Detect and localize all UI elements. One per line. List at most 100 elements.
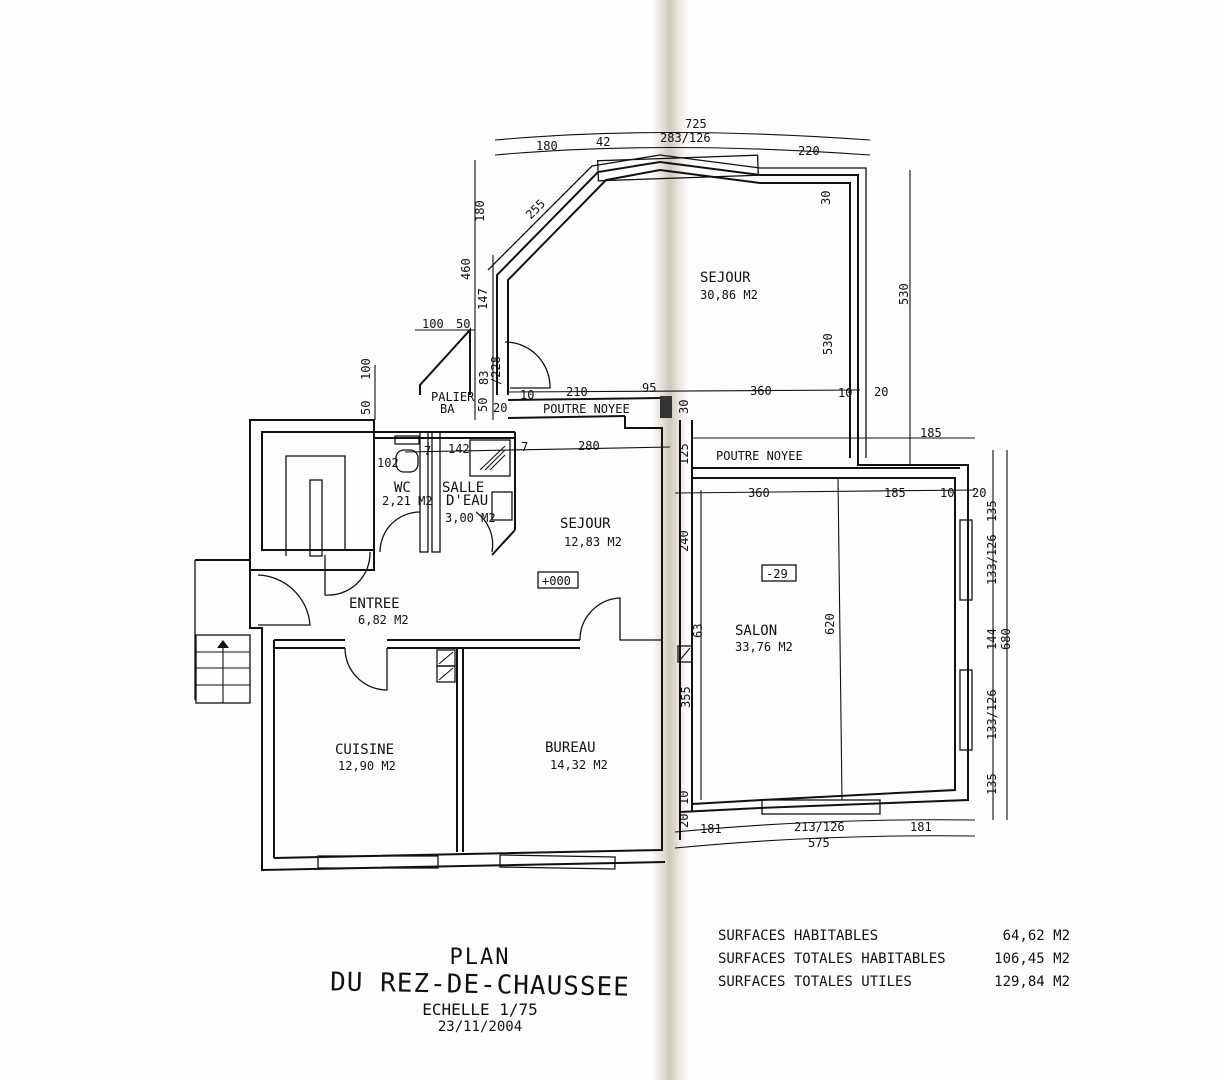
room-wc: WC 2,21 M2 (382, 480, 433, 508)
surface-label: SURFACES TOTALES UTILES (718, 973, 912, 990)
svg-text:10: 10 (838, 386, 852, 400)
paper-fold (652, 0, 688, 1080)
svg-text:33,76 M2: 33,76 M2 (735, 640, 793, 654)
svg-text:D'EAU: D'EAU (446, 493, 488, 509)
room-bureau: BUREAU 14,32 M2 (545, 740, 608, 772)
exterior-stairs (195, 634, 251, 704)
svg-text:63: 63 (691, 624, 705, 638)
svg-text:100: 100 (359, 358, 373, 380)
svg-text:WC: WC (394, 480, 411, 496)
svg-text:575: 575 (808, 836, 830, 850)
svg-text:185: 185 (884, 486, 906, 500)
svg-text:SALLE: SALLE (442, 480, 484, 496)
svg-text:7: 7 (424, 444, 431, 458)
svg-text:/228: /228 (489, 356, 503, 385)
svg-text:3,00 M2: 3,00 M2 (445, 511, 496, 525)
svg-text:181: 181 (700, 822, 722, 836)
svg-text:255: 255 (523, 197, 548, 222)
room-salon: SALON 33,76 M2 (735, 623, 793, 654)
svg-text:360: 360 (750, 384, 772, 398)
svg-text:133/126: 133/126 (985, 689, 999, 740)
svg-text:ENTREE: ENTREE (349, 596, 400, 612)
surface-row: SURFACES TOTALES UTILES 129,84 M2 (718, 970, 1070, 993)
plan-date: 23/11/2004 (437, 1019, 523, 1035)
svg-text:12,90 M2: 12,90 M2 (338, 759, 396, 773)
palier-area (419, 327, 551, 395)
svg-text:142: 142 (448, 442, 470, 456)
svg-text:83: 83 (477, 371, 491, 385)
svg-text:50: 50 (359, 401, 373, 415)
svg-text:355: 355 (679, 686, 693, 708)
svg-text:SEJOUR: SEJOUR (560, 516, 611, 532)
svg-text:10: 10 (520, 388, 534, 402)
salon-walls (679, 420, 973, 840)
plan-subtitle: DU REZ-DE-CHAUSSEE (329, 967, 631, 1003)
svg-text:220: 220 (798, 144, 820, 158)
svg-text:SEJOUR: SEJOUR (700, 270, 751, 286)
svg-text:10: 10 (677, 791, 691, 805)
plan-title-block: PLAN DU REZ-DE-CHAUSSEE ECHELLE 1/75 23/… (300, 945, 660, 1035)
svg-text:125: 125 (677, 443, 691, 465)
surface-label: SURFACES HABITABLES (718, 927, 879, 944)
surface-row: SURFACES TOTALES HABITABLES 106,45 M2 (718, 947, 1070, 970)
svg-text:180: 180 (536, 139, 558, 153)
svg-text:20: 20 (677, 814, 691, 828)
svg-text:10: 10 (940, 486, 954, 500)
room-cuisine: CUISINE 12,90 M2 (335, 742, 396, 773)
room-labels: SEJOUR 30,86 M2 SEJOUR 12,83 M2 SALON 33… (335, 270, 803, 773)
room-palier: PALIER BA (431, 390, 475, 416)
surface-value: 129,84 M2 (994, 973, 1070, 990)
room-sejour-upper: SEJOUR 30,86 M2 (700, 270, 758, 302)
svg-text:BA: BA (440, 402, 455, 416)
beam-label-1: POUTRE NOYEE (543, 402, 630, 416)
svg-text:620: 620 (823, 613, 837, 635)
svg-text:725: 725 (685, 117, 707, 131)
room-entree: ENTREE 6,82 M2 (349, 596, 409, 627)
plan-scale: ECHELLE 1/75 (422, 1000, 538, 1019)
svg-text:6,82 M2: 6,82 M2 (358, 613, 409, 627)
svg-text:42: 42 (596, 135, 610, 149)
svg-text:147: 147 (476, 288, 490, 310)
svg-text:30: 30 (677, 400, 691, 414)
svg-text:CUISINE: CUISINE (335, 742, 394, 758)
svg-text:144: 144 (985, 628, 999, 650)
surface-row: SURFACES HABITABLES 64,62 M2 (718, 924, 1070, 947)
svg-text:180: 180 (473, 200, 487, 222)
svg-text:102: 102 (377, 456, 399, 470)
surfaces-summary: SURFACES HABITABLES 64,62 M2 SURFACES TO… (718, 924, 1070, 993)
svg-text:30: 30 (819, 191, 833, 205)
svg-text:+000: +000 (542, 574, 571, 588)
beam-label-2: POUTRE NOYEE (716, 449, 803, 463)
svg-text:95: 95 (642, 381, 656, 395)
svg-text:460: 460 (459, 258, 473, 280)
svg-text:14,32 M2: 14,32 M2 (550, 758, 608, 772)
svg-text:135: 135 (985, 773, 999, 795)
surface-label: SURFACES TOTALES HABITABLES (718, 950, 946, 967)
svg-text:280: 280 (578, 439, 600, 453)
surface-value: 106,45 M2 (994, 950, 1070, 967)
main-walls (194, 396, 693, 872)
surface-value: 64,62 M2 (1002, 927, 1070, 944)
svg-text:283/126: 283/126 (660, 131, 711, 145)
svg-text:2,21 M2: 2,21 M2 (382, 494, 433, 508)
svg-text:BUREAU: BUREAU (545, 740, 596, 756)
svg-text:12,83 M2: 12,83 M2 (564, 535, 622, 549)
svg-text:530: 530 (821, 333, 835, 355)
level-marker-sejour: +000 (537, 571, 579, 589)
svg-text:181: 181 (910, 820, 932, 834)
upper-sejour-walls (487, 154, 969, 813)
svg-text:100: 100 (422, 317, 444, 331)
svg-text:PALIER: PALIER (431, 390, 475, 404)
svg-text:210: 210 (566, 385, 588, 399)
svg-text:135: 135 (985, 500, 999, 522)
dimension-lines (374, 131, 1008, 849)
svg-text:-29: -29 (766, 567, 788, 581)
svg-text:20: 20 (972, 486, 986, 500)
dimension-labels: 725 180 42 283/126 220 255 180 460 147 1… (359, 117, 1013, 850)
svg-text:50: 50 (476, 398, 490, 412)
level-marker-salon: -29 (761, 564, 797, 582)
svg-text:30,86 M2: 30,86 M2 (700, 288, 758, 302)
svg-text:133/126: 133/126 (985, 534, 999, 585)
